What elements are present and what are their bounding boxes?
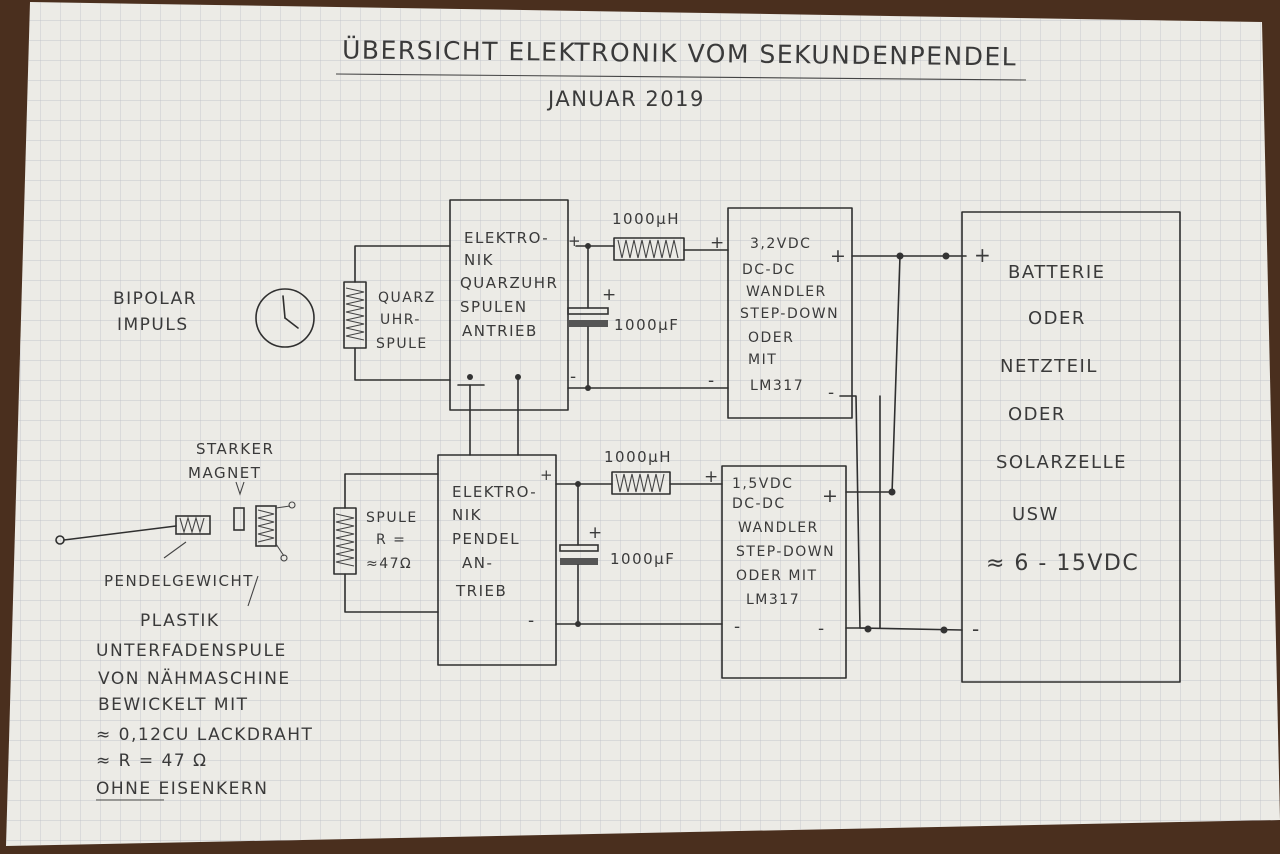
quartz-converter-label: 3,2VDC DC-DC WANDLER STEP-DOWN ODER MIT …	[740, 236, 845, 394]
quartz-capacitor-icon	[567, 245, 609, 389]
starker-magnet-label: STARKER MAGNET	[188, 440, 281, 482]
pendulum-icon	[55, 515, 211, 545]
grid-paper	[6, 2, 1280, 846]
quartz-coil-label: QUARZ UHR- SPULE	[376, 290, 442, 352]
bipolar-label: BIPOLAR IMPULS	[113, 289, 204, 335]
pendel-electronics-block	[437, 454, 557, 666]
quartz-minus-terminal: -	[570, 367, 578, 387]
pendel-inductor-label: 1000μH	[604, 448, 672, 466]
clock-icon	[255, 288, 315, 348]
pendel-minus-terminal: -	[528, 611, 536, 631]
pendel-cap-plus: +	[588, 523, 604, 543]
magnet-icon	[233, 481, 245, 531]
quartz-block-label: ELEKTRO- NIK QUARZUHR SPULEN ANTRIEB	[460, 229, 565, 340]
supply-label: BATTERIE ODER NETZTEIL ODER SOLARZELLE U…	[996, 262, 1134, 525]
pendel-conv-plus-out: +	[822, 485, 839, 507]
page-title: ÜBERSICHT ELEKTRONIK VOM SEKUNDENPENDEL	[342, 35, 1017, 71]
pendel-capacitor-icon	[559, 483, 599, 625]
pendel-conv-minus-in: -	[734, 617, 742, 637]
quartz-capacitor-label: 1000μF	[614, 316, 679, 334]
quartz-conv-plus-out: +	[830, 245, 847, 267]
supply-voltage: ≈ 6 - 15VDC	[986, 551, 1139, 576]
pendel-coil-label: SPULE R = ≈47Ω	[366, 510, 424, 572]
pendel-converter-block	[721, 465, 847, 679]
quartz-conv-plus-in: +	[710, 233, 726, 253]
supply-block	[961, 211, 1181, 683]
quartz-inductor-label: 1000μH	[612, 210, 680, 228]
pendel-capacitor-label: 1000μF	[610, 550, 675, 568]
quartz-conv-minus-out: -	[828, 383, 836, 403]
quartz-electronics-block	[449, 199, 569, 411]
quartz-conv-minus-in: -	[708, 371, 716, 391]
quartz-plus-terminal: +	[568, 232, 582, 250]
supply-plus: +	[974, 243, 992, 267]
quartz-converter-block	[727, 207, 853, 419]
pendel-block-label: ELEKTRO- NIK PENDEL AN- TRIEB	[452, 483, 544, 600]
pendel-conv-minus-out: -	[818, 619, 826, 639]
quartz-inductor-icon	[613, 237, 685, 261]
pendel-inductor-icon	[611, 471, 671, 495]
coil-icon	[255, 501, 296, 562]
date-label: JANUAR 2019	[546, 87, 705, 111]
supply-minus: -	[972, 617, 981, 641]
pendel-plus-terminal: +	[540, 466, 554, 484]
pendel-converter-label: 1,5VDC DC-DC WANDLER STEP-DOWN ODER MIT …	[732, 476, 841, 608]
coil-description: PLASTIK UNTERFADENSPULE VON NÄHMASCHINE …	[96, 611, 320, 799]
pendelgewicht-label: PENDELGEWICHT	[104, 572, 254, 590]
quartz-cap-plus: +	[602, 285, 618, 305]
pendel-conv-plus-in: +	[704, 467, 720, 487]
